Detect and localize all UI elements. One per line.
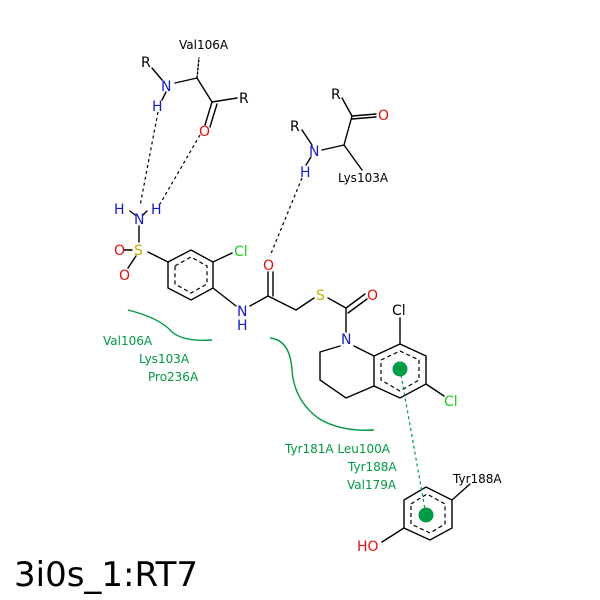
atom-o3: O — [114, 243, 125, 259]
lys103-fragment — [301, 97, 377, 171]
atom-r3: R — [331, 87, 341, 103]
hyd-right-1: Tyr181A Leu100A — [284, 442, 391, 456]
tyr188-phenol-ring — [381, 483, 471, 543]
residue-labels: Val106A Lys103A Tyr188A — [179, 38, 502, 486]
pi-stacking — [392, 361, 434, 523]
atom-h5: H — [237, 318, 248, 334]
hyd-left-2: Lys103A — [139, 352, 190, 366]
atom-h1: H — [152, 99, 163, 115]
atom-r4: R — [290, 119, 300, 135]
hyd-right-3: Val179A — [347, 478, 397, 492]
hydrogen-bonds — [139, 111, 303, 257]
atom-cl1: Cl — [234, 244, 248, 260]
atom-cl2: Cl — [392, 303, 406, 319]
atom-labels: R N H R O R O R N H H N H S O O Cl N H O… — [114, 55, 458, 555]
atom-n5: N — [341, 332, 351, 348]
hyd-right-2: Tyr188A — [347, 460, 397, 474]
atom-ho: HO — [357, 539, 379, 555]
residue-val106: Val106A — [179, 38, 229, 52]
atom-h3: H — [114, 202, 125, 218]
diagram-title: 3i0s_1:RT7 — [14, 555, 198, 595]
hydrophobic-labels: Val106A Lys103A Pro236A Tyr181A Leu100A … — [103, 334, 397, 492]
atom-o2: O — [378, 108, 389, 124]
linker-chain — [249, 271, 368, 333]
atom-o6: O — [367, 288, 378, 304]
atom-o4: O — [119, 268, 130, 284]
atom-r2: R — [239, 91, 249, 107]
atom-o5: O — [263, 258, 274, 274]
pi-centroid-tyr188 — [418, 507, 434, 523]
atom-h4: H — [151, 202, 162, 218]
val106-fragment — [151, 57, 238, 128]
atom-n4: N — [237, 304, 247, 320]
residue-lys103: Lys103A — [338, 171, 389, 185]
atom-n3: N — [134, 212, 144, 228]
sulfonamide-group — [123, 210, 169, 269]
hyd-left-1: Val106A — [103, 334, 153, 348]
central-benzene-ring — [167, 249, 237, 307]
atom-cl3: Cl — [444, 394, 458, 410]
tetrahydroquinoline-ring — [319, 317, 445, 399]
atom-n1: N — [161, 79, 171, 95]
atom-n2: N — [309, 144, 319, 160]
residue-tyr188: Tyr188A — [452, 472, 502, 486]
atom-h2: H — [300, 165, 311, 181]
atom-r1: R — [141, 55, 151, 71]
hyd-left-3: Pro236A — [148, 370, 199, 384]
hydrophobic-contacts — [127, 309, 375, 431]
pi-centroid-ligand — [392, 361, 408, 377]
atom-s1: S — [134, 243, 143, 259]
atom-s2: S — [316, 288, 325, 304]
atom-o1: O — [199, 124, 210, 140]
